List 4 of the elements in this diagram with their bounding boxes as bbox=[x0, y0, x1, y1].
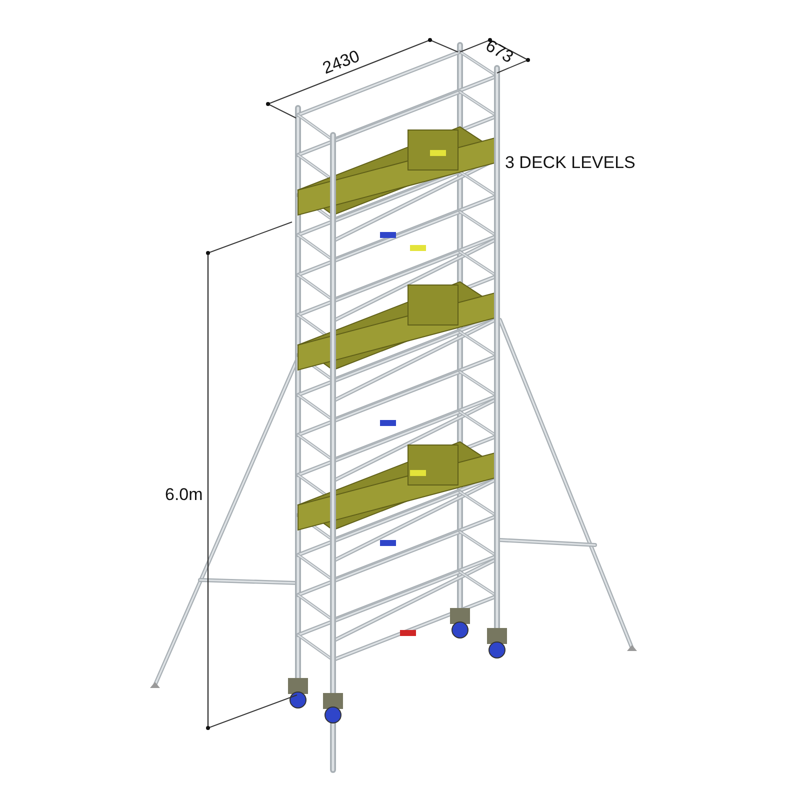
dimension-label: 673 bbox=[482, 36, 517, 68]
dimension-label: 2430 bbox=[320, 46, 362, 79]
callout-label: 3 DECK LEVELS bbox=[505, 153, 636, 173]
dimension-label: 6.0m bbox=[165, 485, 203, 505]
